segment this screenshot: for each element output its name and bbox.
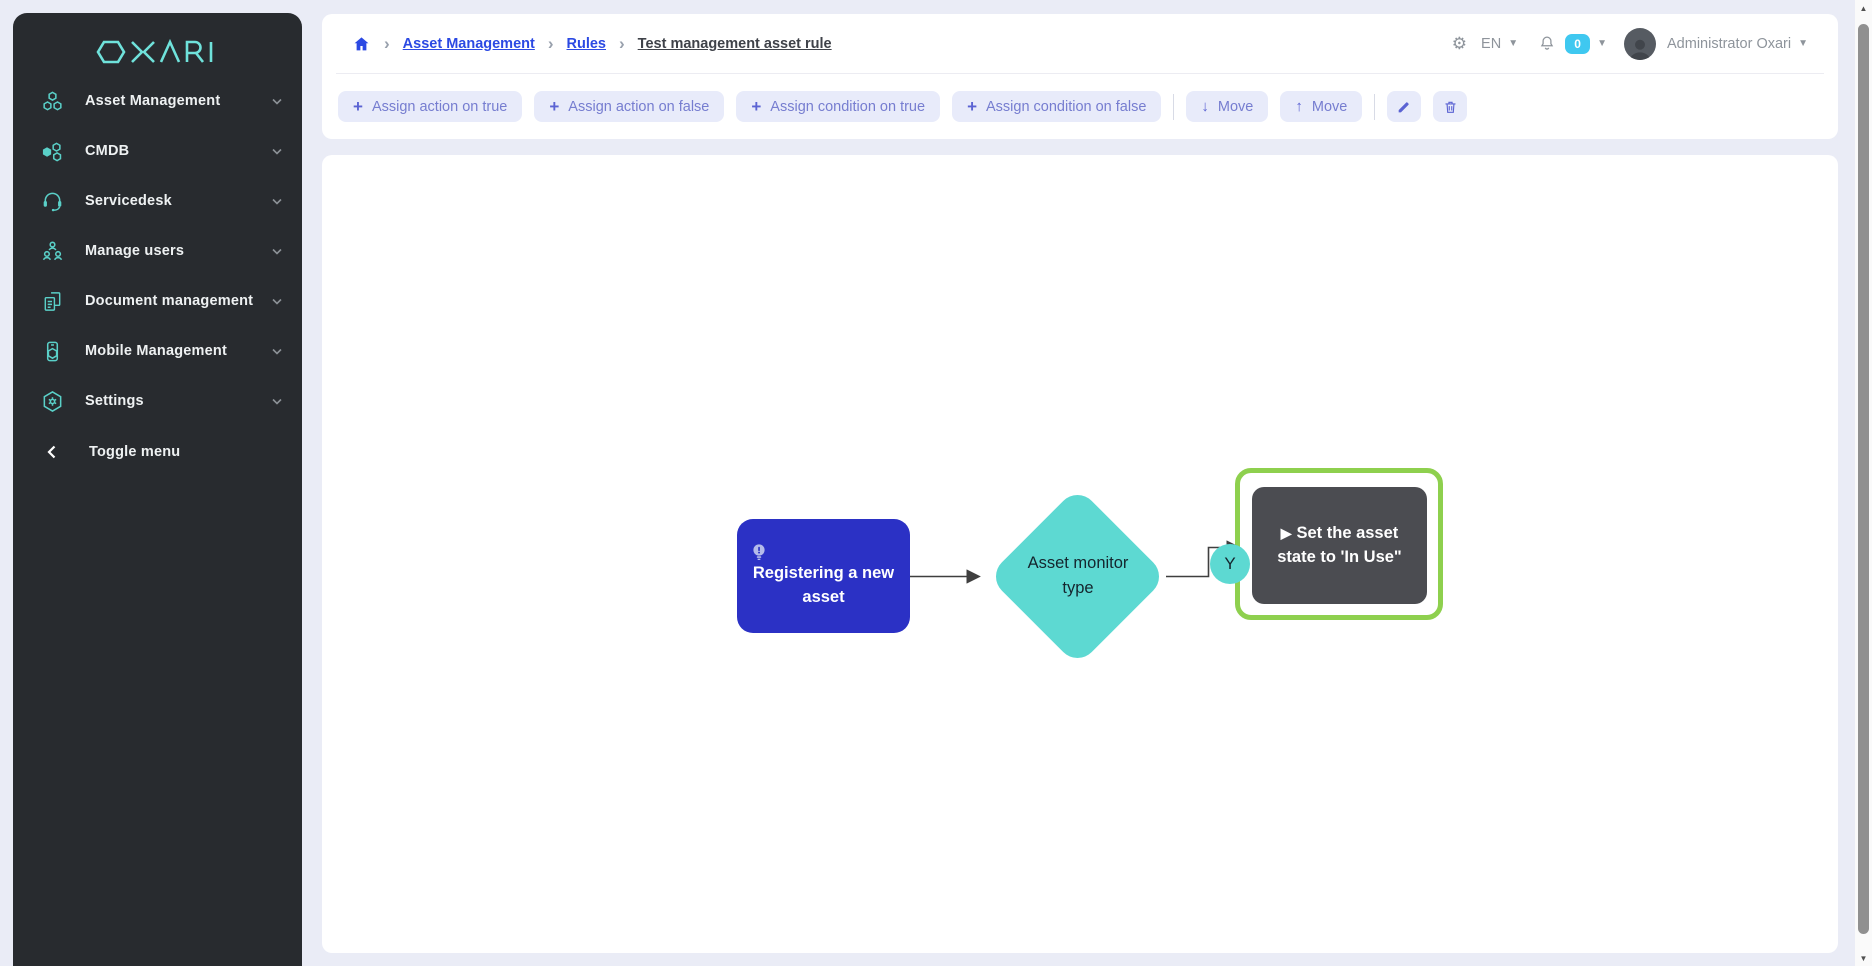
notifications-bell-icon[interactable] bbox=[1538, 34, 1556, 53]
plus-icon: + bbox=[751, 97, 762, 116]
sidebar-item-document-management[interactable]: Document management bbox=[13, 276, 302, 326]
branch-yes-label: Y bbox=[1224, 554, 1236, 573]
plus-icon: + bbox=[549, 97, 560, 116]
sidebar-item-label: Manage users bbox=[85, 243, 185, 259]
breadcrumb-link-rules[interactable]: Rules bbox=[566, 35, 607, 52]
sidebar-item-servicedesk[interactable]: Servicedesk bbox=[13, 176, 302, 226]
button-label: Assign condition on true bbox=[770, 98, 926, 115]
action-node[interactable]: ▶Set the asset state to 'In Use" bbox=[1252, 487, 1427, 604]
button-label: Assign action on false bbox=[568, 98, 710, 115]
toolbar: + Assign action on true + Assign action … bbox=[322, 74, 1838, 139]
edit-button[interactable] bbox=[1387, 91, 1422, 122]
play-icon: ▶ bbox=[1280, 524, 1292, 541]
language-selector[interactable]: EN bbox=[1481, 35, 1502, 52]
gear-hexagon-icon bbox=[39, 388, 65, 414]
chevron-down-icon bbox=[272, 148, 282, 155]
condition-node[interactable] bbox=[987, 486, 1168, 667]
chevron-down-icon: ▼ bbox=[1508, 38, 1519, 49]
documents-icon bbox=[39, 288, 65, 314]
notification-count-badge: 0 bbox=[1565, 33, 1591, 54]
sidebar-item-asset-management[interactable]: Asset Management bbox=[13, 76, 302, 126]
delete-button[interactable] bbox=[1433, 91, 1468, 122]
sidebar-item-label: CMDB bbox=[85, 143, 130, 159]
rule-flow-canvas[interactable]: Registering a new asset Asset monitor ty… bbox=[322, 155, 1838, 953]
arrow-up-icon: ↑ bbox=[1295, 98, 1303, 115]
oxari-logo bbox=[13, 13, 302, 76]
mobile-icon bbox=[39, 338, 65, 364]
header-divider bbox=[336, 73, 1824, 74]
sidebar-item-settings[interactable]: Settings bbox=[13, 376, 302, 426]
chevron-left-icon bbox=[39, 439, 65, 465]
cmdb-icon bbox=[39, 138, 65, 164]
assign-condition-on-false-button[interactable]: + Assign condition on false bbox=[952, 91, 1162, 122]
headset-icon bbox=[39, 188, 65, 214]
home-icon[interactable] bbox=[352, 35, 371, 53]
toolbar-divider bbox=[1173, 93, 1175, 120]
chevron-down-icon bbox=[272, 198, 282, 205]
chevron-down-icon bbox=[272, 298, 282, 305]
button-label: Assign condition on false bbox=[986, 98, 1147, 115]
scrollbar-thumb[interactable] bbox=[1858, 24, 1869, 934]
chevron-down-icon bbox=[272, 348, 282, 355]
chevron-down-icon bbox=[272, 398, 282, 405]
button-label: Move bbox=[1217, 98, 1254, 115]
chevron-down-icon: ▼ bbox=[1798, 38, 1808, 49]
assign-action-on-false-button[interactable]: + Assign action on false bbox=[534, 91, 725, 122]
branch-yes-badge: Y bbox=[1210, 544, 1250, 584]
sidebar-item-label: Document management bbox=[85, 293, 254, 309]
breadcrumb-link-asset-management[interactable]: Asset Management bbox=[402, 35, 535, 52]
sidebar-item-label: Mobile Management bbox=[85, 343, 227, 359]
users-icon bbox=[39, 238, 65, 264]
user-bar: ⚙ EN ▼ 0 ▼ Administrator Oxari ▼ bbox=[1451, 27, 1808, 60]
avatar[interactable] bbox=[1624, 27, 1656, 60]
sidebar-nav: Asset Management CMDB bbox=[13, 76, 302, 477]
button-label: Assign action on true bbox=[371, 98, 508, 115]
breadcrumb-current-page[interactable]: Test management asset rule bbox=[637, 35, 832, 52]
start-node[interactable]: Registering a new asset bbox=[737, 519, 910, 633]
vertical-scrollbar[interactable]: ▲ ▼ bbox=[1855, 0, 1872, 966]
sidebar-item-cmdb[interactable]: CMDB bbox=[13, 126, 302, 176]
plus-icon: + bbox=[967, 97, 977, 116]
assign-condition-on-true-button[interactable]: + Assign condition on true bbox=[736, 91, 941, 122]
scroll-up-arrow-icon[interactable]: ▲ bbox=[1859, 3, 1868, 13]
oxari-logo-icon bbox=[95, 38, 212, 63]
chevron-down-icon bbox=[272, 248, 282, 255]
plus-icon: + bbox=[353, 97, 363, 116]
pencil-icon bbox=[1396, 99, 1412, 115]
toggle-menu-button[interactable]: Toggle menu bbox=[13, 427, 302, 477]
breadcrumb-separator: › bbox=[619, 33, 625, 53]
arrow-down-icon: ↓ bbox=[1201, 98, 1209, 115]
breadcrumb: › Asset Management › Rules › Test manage… bbox=[322, 14, 1838, 73]
sidebar-item-manage-users[interactable]: Manage users bbox=[13, 226, 302, 276]
move-down-button[interactable]: ↓ Move bbox=[1186, 91, 1269, 122]
settings-gear-icon[interactable]: ⚙ bbox=[1451, 34, 1468, 53]
action-node-label: Set the asset state to 'In Use" bbox=[1277, 523, 1402, 566]
scroll-down-arrow-icon[interactable]: ▼ bbox=[1859, 953, 1868, 963]
toolbar-divider bbox=[1374, 93, 1376, 120]
toggle-menu-label: Toggle menu bbox=[89, 444, 181, 460]
start-node-label: Registering a new asset bbox=[752, 563, 895, 606]
move-up-button[interactable]: ↑ Move bbox=[1280, 91, 1363, 122]
sidebar-item-label: Asset Management bbox=[85, 93, 221, 109]
breadcrumb-separator: › bbox=[547, 33, 554, 53]
sidebar-item-label: Servicedesk bbox=[85, 193, 172, 209]
assign-action-on-true-button[interactable]: + Assign action on true bbox=[338, 91, 523, 122]
chevron-down-icon: ▼ bbox=[1597, 38, 1607, 49]
chevron-down-icon bbox=[272, 98, 282, 105]
sidebar-item-mobile-management[interactable]: Mobile Management bbox=[13, 326, 302, 376]
button-label: Move bbox=[1311, 98, 1348, 115]
sidebar: Asset Management CMDB bbox=[13, 13, 302, 966]
sidebar-item-label: Settings bbox=[85, 393, 144, 409]
trash-icon bbox=[1443, 99, 1458, 115]
user-name[interactable]: Administrator Oxari bbox=[1667, 35, 1792, 52]
lightbulb-icon bbox=[753, 543, 765, 560]
breadcrumb-separator: › bbox=[384, 33, 390, 53]
header-card: › Asset Management › Rules › Test manage… bbox=[322, 14, 1838, 139]
hexagons-icon bbox=[39, 88, 65, 114]
